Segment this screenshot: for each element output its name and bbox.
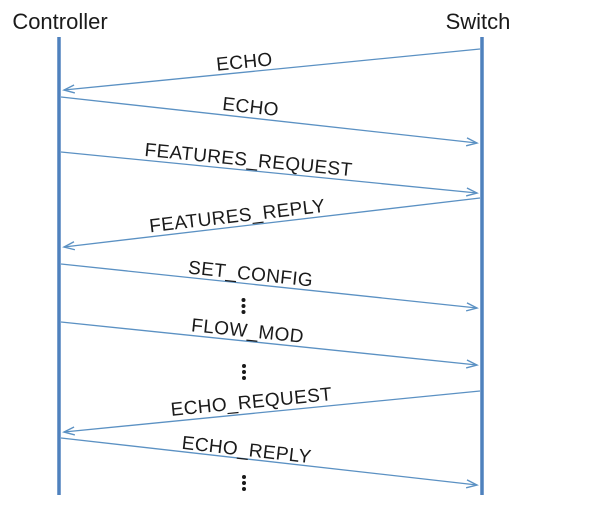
dot [242,481,246,485]
message-label-echo-1: ECHO [215,49,273,76]
dot [241,298,246,302]
message-label-features-request: FEATURES_REQUEST [144,140,354,181]
dot [241,304,246,308]
message-line-echo-request [62,390,481,436]
message-label-echo-2: ECHO [221,94,279,121]
message-label-features-reply: FEATURES_REPLY [148,196,326,238]
message-line-echo-reply [60,437,479,489]
message-label-echo-request: ECHO_REQUEST [170,384,333,421]
dot [242,364,246,368]
ellipsis-icon-2 [242,364,246,380]
ellipsis-icon-3 [242,475,246,491]
dot [241,310,246,314]
dot [242,487,246,491]
dot [242,475,246,479]
message-line-features-request [60,151,479,197]
message-line-features-reply [62,197,481,251]
message-label-set-config: SET_CONFIG [187,258,314,292]
message-line-echo-2 [60,96,479,147]
message-line-flow-mod [60,321,479,369]
dot [242,376,246,380]
ellipsis-icon-1 [241,298,246,314]
dot [242,370,246,374]
message-line-set-config [60,263,479,312]
message-line-echo-1 [62,48,481,94]
actor-label-controller: Controller [12,9,107,34]
message-label-echo-reply: ECHO_REPLY [181,433,313,468]
message-label-flow-mod: FLOW_MOD [190,315,305,348]
actor-label-switch: Switch [446,9,511,34]
